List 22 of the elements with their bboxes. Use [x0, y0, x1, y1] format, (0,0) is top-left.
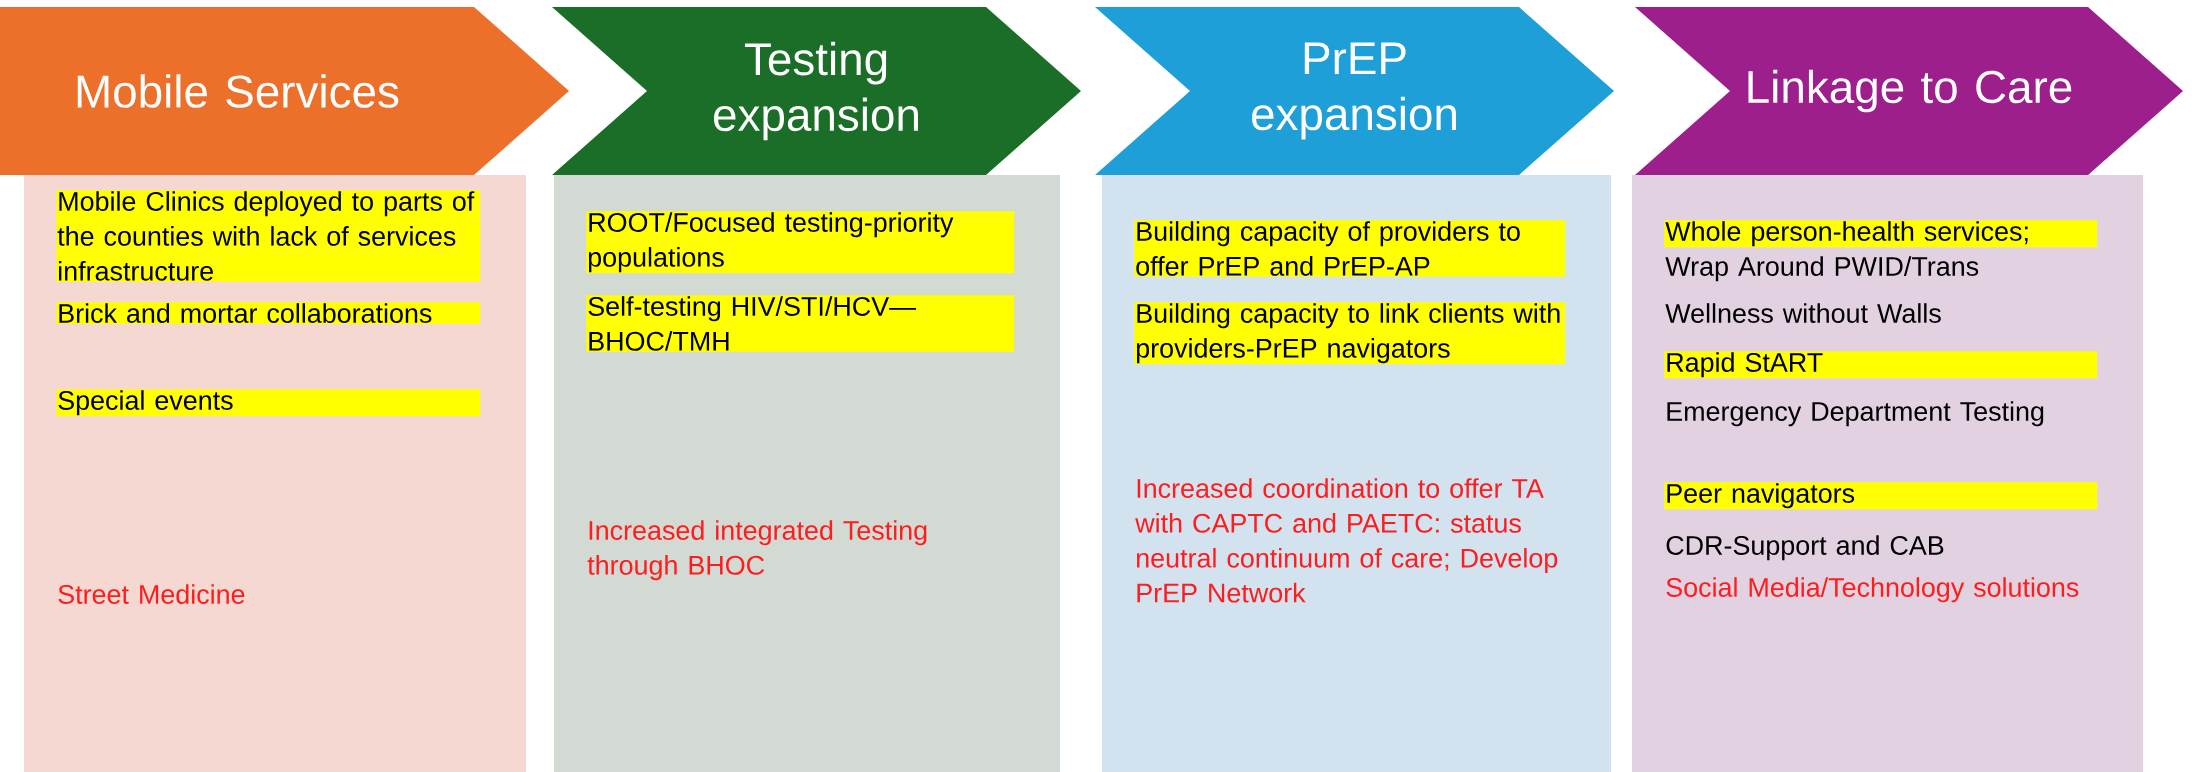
list-item: Self-testing HIV/STI/HCV— BHOC/TMH [586, 295, 1015, 352]
list-item: Mobile Clinics deployed to parts of the counties with lack of services infrastructure [56, 190, 481, 282]
list-item: ROOT/Focused testing-priority populations [586, 211, 1015, 274]
list-item: Increased coordination to offer TA with CAPTC and PAETC: status neutral continuum of care; Develop PrEP Network [1135, 478, 1558, 603]
chevron-banner: Mobile Services [0, 7, 569, 175]
list-item: Wellness without Walls [1665, 303, 1941, 323]
list-item: Wrap Around PWID/Trans [1665, 256, 1979, 282]
list-item: Peer navigators [1664, 482, 2098, 510]
list-item: Building capacity to link clients with providers-PrEP navigators [1134, 302, 1566, 365]
list-item: Social Media/Technology solutions [1666, 577, 2079, 603]
list-item: Emergency Department Testing [1667, 401, 2044, 427]
list-item: Building capacity of providers to offer PrEP and PrEP-AP [1134, 220, 1566, 277]
chevron-banner: PrEP expansion [1095, 7, 1615, 175]
list-item: Brick and mortar collaborations [56, 302, 481, 324]
chevron-banner: Linkage to Care [1635, 7, 2184, 175]
list-item: Street Medicine [58, 584, 245, 604]
list-item: Increased integrated Testing through BHOC [587, 520, 927, 581]
list-item: Rapid StART [1664, 351, 2098, 379]
list-item: Whole person-health services; [1664, 220, 2098, 248]
chevron-banner: Testing expansion [552, 7, 1081, 175]
list-item: Special events [56, 389, 481, 417]
list-item: CDR-Support and CAB [1666, 535, 1944, 561]
